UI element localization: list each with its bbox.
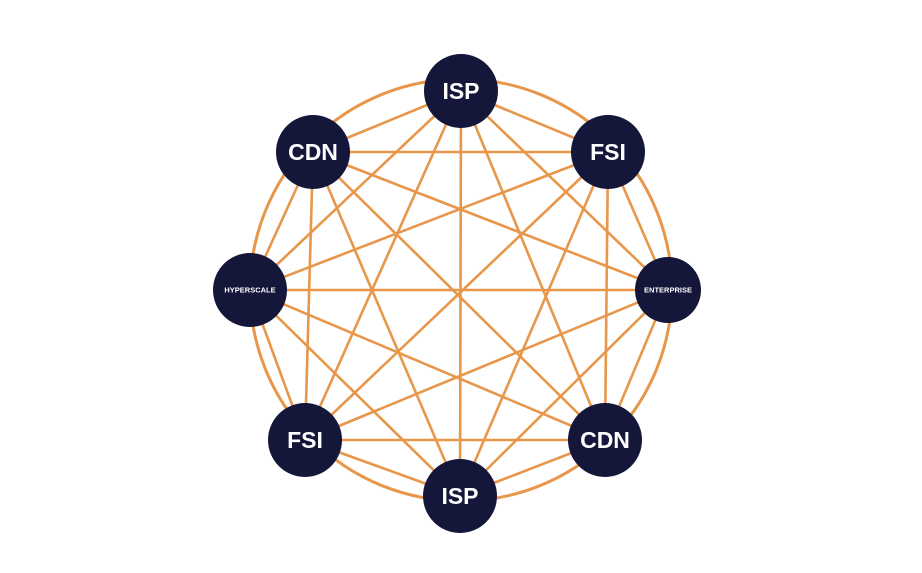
node-enterprise-right: ENTERPRISE (635, 257, 701, 323)
edge-enterprise-right-cdn-top-left (312, 150, 669, 292)
node-circle (423, 459, 497, 533)
edge-isp-bottom-hyperscale-left (249, 289, 461, 497)
node-label: ISP (442, 78, 479, 104)
edge-fsi-top-right-isp-bottom (458, 151, 610, 497)
edge-enterprise-right-fsi-bottom-left (304, 288, 669, 442)
node-label: CDN (580, 427, 630, 453)
node-hyperscale-left: HYPERSCALE (213, 253, 287, 327)
mesh-nodes: ISP FSI ENTERPRISE CDN ISP FSI HYPERSCALE CDN (213, 54, 701, 533)
node-fsi-top-right: FSI (571, 115, 645, 189)
node-cdn-bottom-right: CDN (568, 403, 642, 477)
node-label: CDN (288, 139, 338, 165)
edge-fsi-top-right-cdn-bottom-right (603, 151, 610, 441)
node-label: ENTERPRISE (644, 286, 692, 295)
node-label: ISP (441, 483, 478, 509)
node-circle (635, 257, 701, 323)
edge-enterprise-right-isp-bottom (459, 289, 669, 497)
edge-isp-top-cdn-bottom-right (459, 90, 607, 441)
edge-isp-top-enterprise-right (460, 90, 669, 291)
node-circle (424, 54, 498, 128)
edge-cdn-bottom-right-cdn-top-left (312, 151, 606, 441)
node-isp-top: ISP (424, 54, 498, 128)
node-label: FSI (590, 139, 626, 165)
node-label: FSI (287, 427, 323, 453)
node-cdn-top-left: CDN (276, 115, 350, 189)
edge-isp-top-hyperscale-left (249, 90, 462, 291)
edge-isp-bottom-cdn-top-left (311, 151, 462, 497)
node-circle (276, 115, 350, 189)
node-label: HYPERSCALE (224, 286, 275, 295)
node-fsi-bottom-left: FSI (268, 403, 342, 477)
node-circle (568, 403, 642, 477)
node-isp-bottom: ISP (423, 459, 497, 533)
edge-isp-top-fsi-bottom-left (303, 90, 463, 441)
node-circle (571, 115, 645, 189)
node-circle (213, 253, 287, 327)
edge-fsi-bottom-left-cdn-top-left (303, 151, 315, 441)
node-circle (268, 403, 342, 477)
